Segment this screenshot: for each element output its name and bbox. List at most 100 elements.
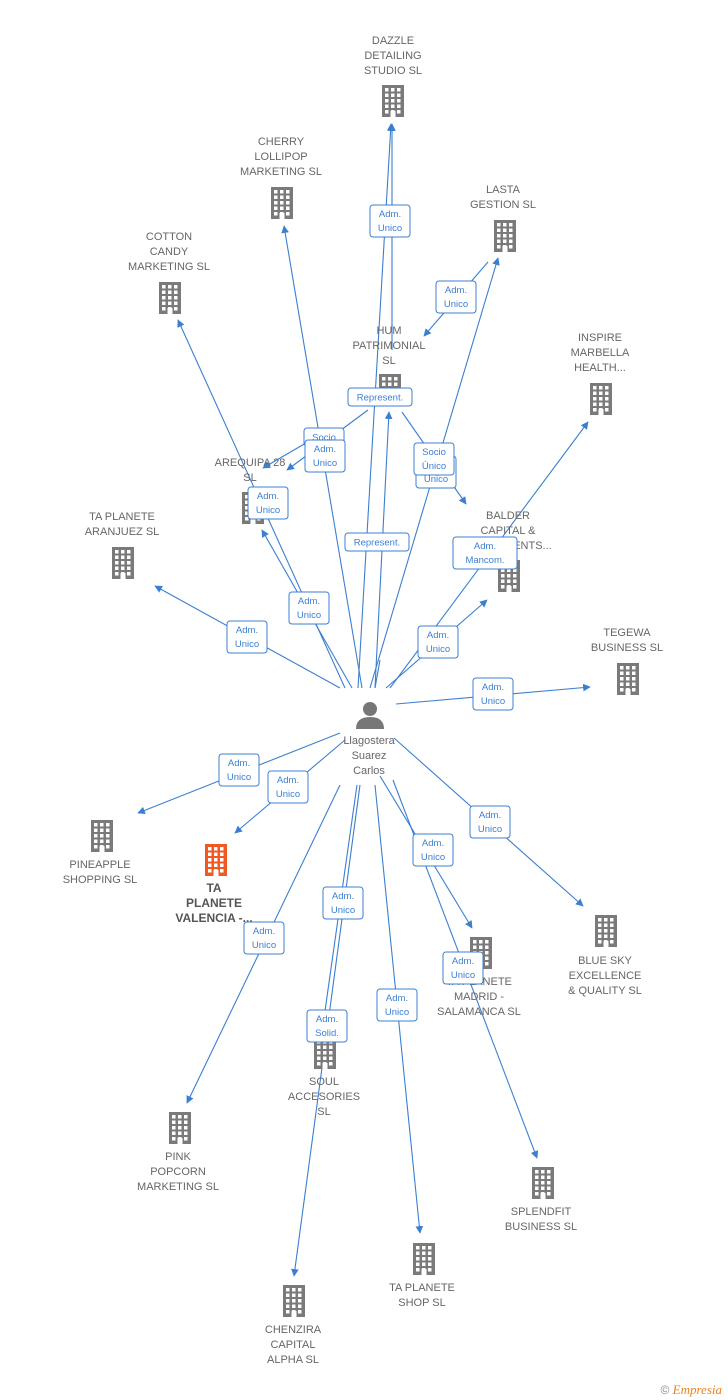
building-window xyxy=(127,566,131,570)
relation-badge[interactable]: Adm.Unico xyxy=(247,486,289,520)
relation-badge[interactable]: Adm.Unico xyxy=(376,988,418,1022)
person-body xyxy=(356,717,384,729)
building-window xyxy=(245,511,249,515)
building-window xyxy=(385,88,389,92)
building-icon xyxy=(595,915,617,947)
relation-badge[interactable]: Adm.Unico xyxy=(226,620,268,654)
building-window xyxy=(172,1137,176,1141)
badge-box xyxy=(267,770,309,804)
building-window xyxy=(541,1175,545,1179)
relation-badge[interactable]: Adm.Unico xyxy=(469,805,511,839)
relation-badge[interactable]: Represent. xyxy=(347,387,413,407)
building-window xyxy=(632,677,636,681)
badge-text: Unico xyxy=(426,644,450,655)
building-window xyxy=(274,190,278,194)
badge-text: Unico xyxy=(227,772,251,783)
building-window xyxy=(632,666,636,670)
building-window xyxy=(100,839,104,843)
building-window xyxy=(428,1257,432,1261)
relation-badge[interactable]: Adm.Unico xyxy=(472,677,514,711)
building-window xyxy=(208,852,212,856)
relation-edge xyxy=(374,659,381,689)
building-window xyxy=(503,239,507,243)
building-window xyxy=(286,1299,290,1303)
building-window xyxy=(547,1175,551,1179)
building-window xyxy=(385,93,389,97)
copyright-symbol: © xyxy=(660,1383,670,1397)
building-window xyxy=(598,929,602,933)
relation-badge[interactable]: Adm.Unico xyxy=(369,204,411,238)
badge-text: Adm. xyxy=(228,758,250,769)
relation-badge[interactable]: Adm.Unico xyxy=(304,439,346,473)
building-window xyxy=(626,671,630,675)
relation-badge[interactable]: Adm.Unico xyxy=(267,770,309,804)
badge-text: Adm. xyxy=(482,682,504,693)
badge-text: Adm. xyxy=(379,209,401,220)
building-window xyxy=(605,408,609,412)
badge-text: Unico xyxy=(276,789,300,800)
building-icon xyxy=(283,1285,305,1317)
building-window xyxy=(605,391,609,395)
badge-text: Represent. xyxy=(354,538,400,549)
node-label-line: Carlos xyxy=(353,765,385,777)
edges xyxy=(137,123,591,1277)
building-icon xyxy=(382,85,404,117)
relation-badge[interactable]: Adm.Unico xyxy=(412,833,454,867)
node-label-line: ALPHA SL xyxy=(267,1354,319,1366)
relation-badge[interactable]: Adm. Unico xyxy=(218,753,260,787)
building-window xyxy=(485,940,489,944)
building-window xyxy=(184,1137,188,1141)
building-window xyxy=(497,234,501,238)
building-icon xyxy=(494,220,516,252)
building-window xyxy=(174,290,178,294)
relation-badge[interactable]: Adm.Unico xyxy=(417,625,459,659)
relation-badge[interactable]: Adm.Unico xyxy=(435,280,477,314)
building-window xyxy=(100,834,104,838)
node-inspire[interactable]: INSPIREMARBELLAHEALTH... xyxy=(571,332,630,415)
building-window xyxy=(547,1192,551,1196)
building-window xyxy=(391,99,395,103)
relation-badge[interactable]: Adm.Unico xyxy=(288,591,330,625)
relation-badge[interactable]: Adm.Mancom. xyxy=(452,536,518,570)
badge-text: Adm. xyxy=(253,926,275,937)
brand-logo[interactable]: Empresia xyxy=(672,1382,722,1397)
building-window xyxy=(497,223,501,227)
badge-text: Unico xyxy=(297,610,321,621)
building-window xyxy=(174,301,178,305)
relation-badge[interactable]: Adm.Unico xyxy=(442,951,484,985)
relation-badge[interactable]: Adm.Solid. xyxy=(306,1009,348,1043)
node-label-line: MARBELLA xyxy=(571,347,630,359)
building-window xyxy=(416,1257,420,1261)
relation-badge[interactable]: Represent. xyxy=(344,532,410,552)
building-window xyxy=(473,945,477,949)
building-window xyxy=(509,228,513,232)
building-window xyxy=(178,1115,182,1119)
building-window xyxy=(323,1051,327,1055)
building-window xyxy=(501,585,505,589)
building-window xyxy=(428,1251,432,1255)
building-door xyxy=(603,941,609,947)
building-window xyxy=(286,1310,290,1314)
building-window xyxy=(329,1062,333,1066)
building-window xyxy=(610,934,614,938)
relation-badge[interactable]: Adm.Unico xyxy=(243,921,285,955)
building-window xyxy=(605,386,609,390)
relation-badge[interactable]: Adm.Unico xyxy=(322,886,364,920)
